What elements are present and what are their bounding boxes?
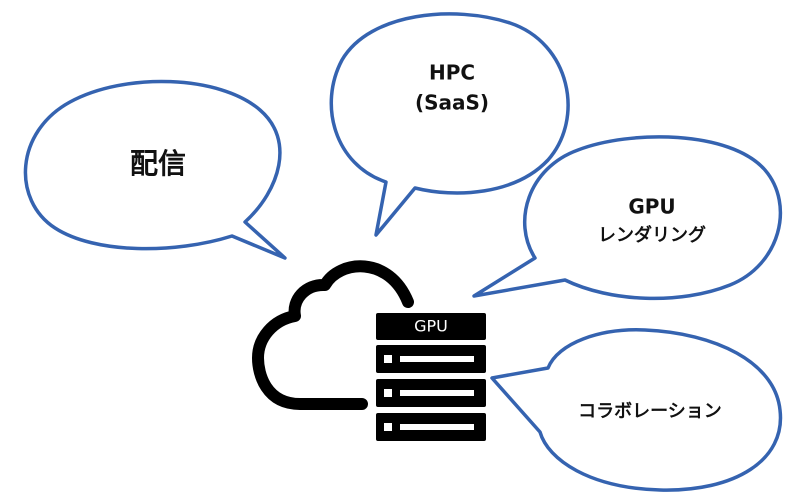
bubble-hpc: HPC (SaaS) (329, 12, 570, 237)
server-slot-icon (400, 424, 474, 430)
cloud-server-icon: GPU (252, 260, 486, 441)
bubble-gpu-rendering-shape (472, 135, 782, 301)
bubble-gpu-rendering-line1: GPU (628, 195, 675, 219)
bubble-gpu-rendering: GPU レンダリング (472, 135, 782, 301)
server-slot-icon (400, 390, 474, 396)
bubble-hpc-line1: HPC (429, 61, 475, 85)
server-led-icon (384, 423, 392, 431)
bubble-gpu-rendering-line2: レンダリング (598, 224, 706, 246)
bubble-hpc-line2: (SaaS) (415, 91, 489, 115)
bubble-delivery-shape (23, 79, 287, 260)
bubble-collaboration: コラボレーション (490, 328, 783, 492)
bubble-collaboration-shape (490, 328, 783, 492)
server-led-icon (384, 389, 392, 397)
server-slot-icon (400, 356, 474, 362)
cloud-icon (252, 260, 414, 410)
bubble-delivery-label: 配信 (130, 147, 186, 180)
bubble-collaboration-label: コラボレーション (578, 401, 722, 422)
bubble-hpc-shape (329, 12, 570, 237)
server-icon: GPU (376, 313, 486, 441)
server-led-icon (384, 355, 392, 363)
server-unit-gpu (376, 313, 486, 340)
bubble-delivery: 配信 (23, 79, 287, 260)
server-gpu-label: GPU (414, 317, 448, 336)
